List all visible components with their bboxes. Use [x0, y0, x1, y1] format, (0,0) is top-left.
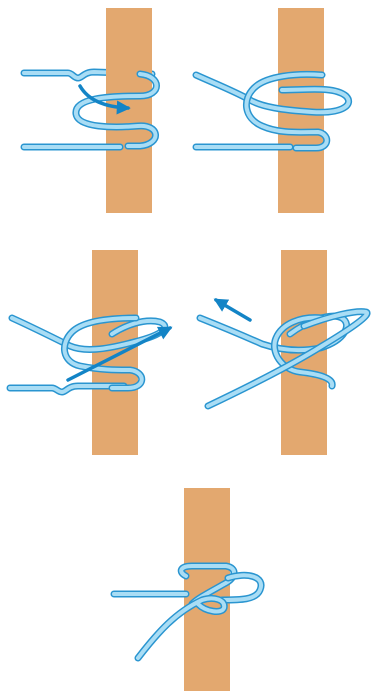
rope-segment	[136, 596, 227, 660]
rope-segment	[244, 72, 329, 150]
step-1-rope-back	[20, 68, 156, 82]
step-2	[192, 8, 353, 213]
step-1-rope-front	[20, 70, 160, 151]
step-1	[20, 8, 160, 213]
rope-segment	[206, 309, 370, 408]
rope-segment	[10, 316, 167, 352]
step-4-rope	[196, 308, 371, 410]
step-4	[196, 250, 371, 455]
step-3-arrow	[66, 326, 173, 382]
rope-segment	[220, 573, 264, 602]
rope-segment	[194, 73, 351, 115]
step-4-arrow	[213, 298, 252, 322]
rope-segment	[8, 384, 126, 394]
rope-segment	[74, 72, 159, 148]
rope-segment	[179, 564, 236, 606]
rope-segment	[272, 315, 335, 388]
rope-segment	[62, 316, 144, 390]
step-3-post	[92, 250, 138, 455]
step-5	[110, 488, 265, 691]
rope-segment	[22, 70, 154, 80]
step-2-rope	[192, 70, 353, 152]
step-1-arrow	[78, 84, 131, 115]
step-3-rope	[6, 314, 169, 396]
step-1-post	[106, 8, 152, 213]
step-3	[6, 250, 173, 455]
step-5-post	[184, 488, 230, 691]
step-5-rope	[110, 562, 265, 662]
